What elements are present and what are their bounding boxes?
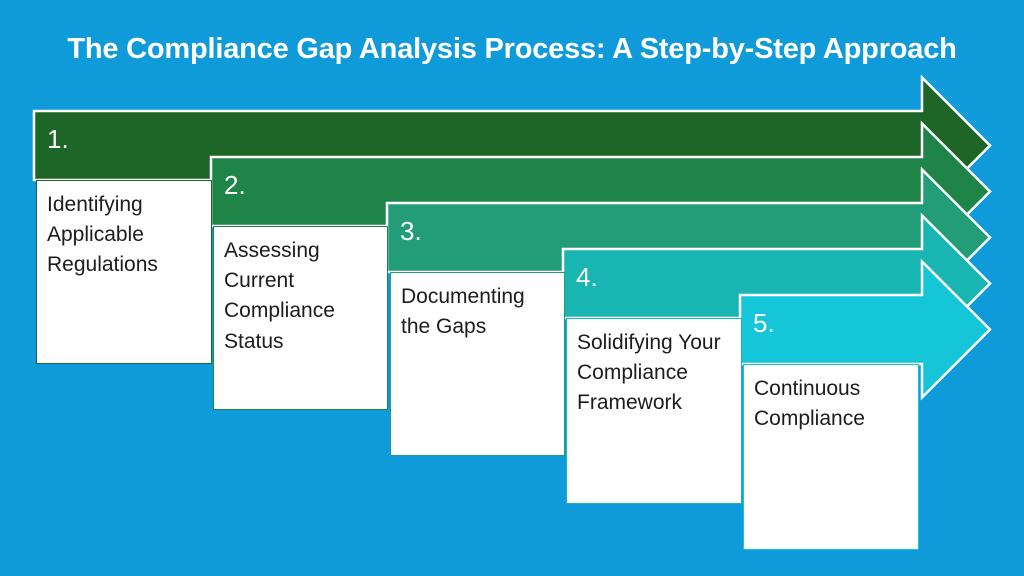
step-5-label: Continuous Compliance [754,377,865,431]
step-1-card: Identifying Applicable Regulations [36,180,212,364]
step-2-card: Assessing Current Compliance Status [213,226,388,410]
page-title: The Compliance Gap Analysis Process: A S… [67,33,957,65]
step-3-label: Documenting the Gaps [401,285,525,339]
step-4-number: 4. [576,262,598,292]
step-2-label: Assessing Current Compliance Status [224,239,335,353]
step-1-number: 1. [47,124,69,154]
step-2-number: 2. [224,170,246,200]
step-1-label: Identifying Applicable Regulations [47,193,158,277]
step-3-card: Documenting the Gaps [390,272,565,456]
step-5-number: 5. [753,308,775,338]
step-4-card: Solidifying Your Compliance Framework [566,318,742,504]
step-3-number: 3. [400,216,422,246]
step-5-card: Continuous Compliance [743,364,919,550]
step-4-label: Solidifying Your Compliance Framework [577,331,721,415]
